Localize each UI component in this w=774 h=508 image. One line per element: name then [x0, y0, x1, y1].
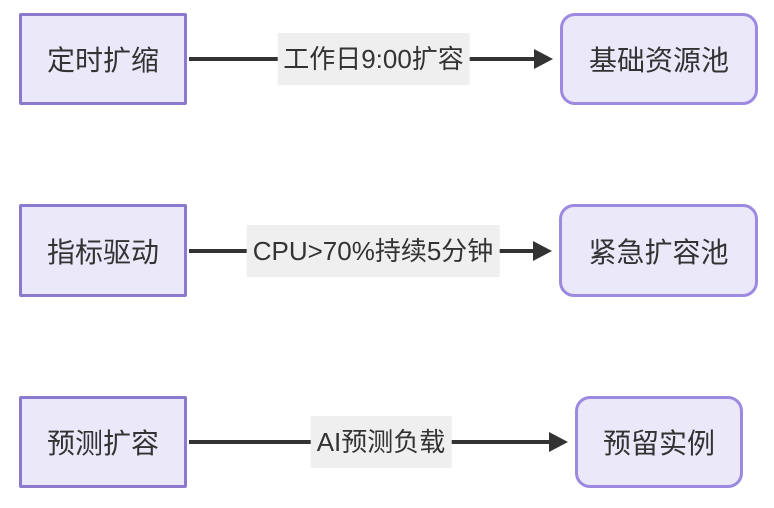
flow-row-scheduled: 定时扩缩 工作日9:00扩容 基础资源池	[19, 13, 758, 105]
arrow-head-icon	[534, 49, 553, 69]
target-node-emergency-pool: 紧急扩容池	[559, 204, 758, 297]
target-node-reserved-instances: 预留实例	[575, 396, 743, 488]
target-node-label: 预留实例	[602, 428, 715, 459]
arrow-connector: AI预测负载	[187, 396, 575, 488]
arrow-head-icon	[549, 432, 568, 452]
source-node-scheduled: 定时扩缩	[19, 13, 187, 105]
source-node-label: 定时扩缩	[46, 45, 159, 76]
source-node-metric: 指标驱动	[19, 204, 187, 297]
edge-condition-label: AI预测负载	[310, 416, 452, 468]
edge-condition-label: CPU>70%持续5分钟	[246, 224, 500, 277]
flow-row-predictive: 预测扩容 AI预测负载 预留实例	[19, 396, 743, 488]
source-node-label: 指标驱动	[46, 236, 159, 268]
arrow-head-icon	[533, 240, 552, 261]
source-node-label: 预测扩容	[46, 428, 159, 459]
flow-row-metric: 指标驱动 CPU>70%持续5分钟 紧急扩容池	[19, 204, 758, 297]
target-node-label: 基础资源池	[588, 45, 729, 76]
target-node-base-pool: 基础资源池	[560, 13, 758, 105]
arrow-connector: CPU>70%持续5分钟	[187, 204, 559, 297]
target-node-label: 紧急扩容池	[588, 236, 729, 268]
arrow-connector: 工作日9:00扩容	[187, 13, 560, 105]
edge-condition-label: 工作日9:00扩容	[277, 33, 470, 85]
source-node-predictive: 预测扩容	[19, 396, 187, 488]
